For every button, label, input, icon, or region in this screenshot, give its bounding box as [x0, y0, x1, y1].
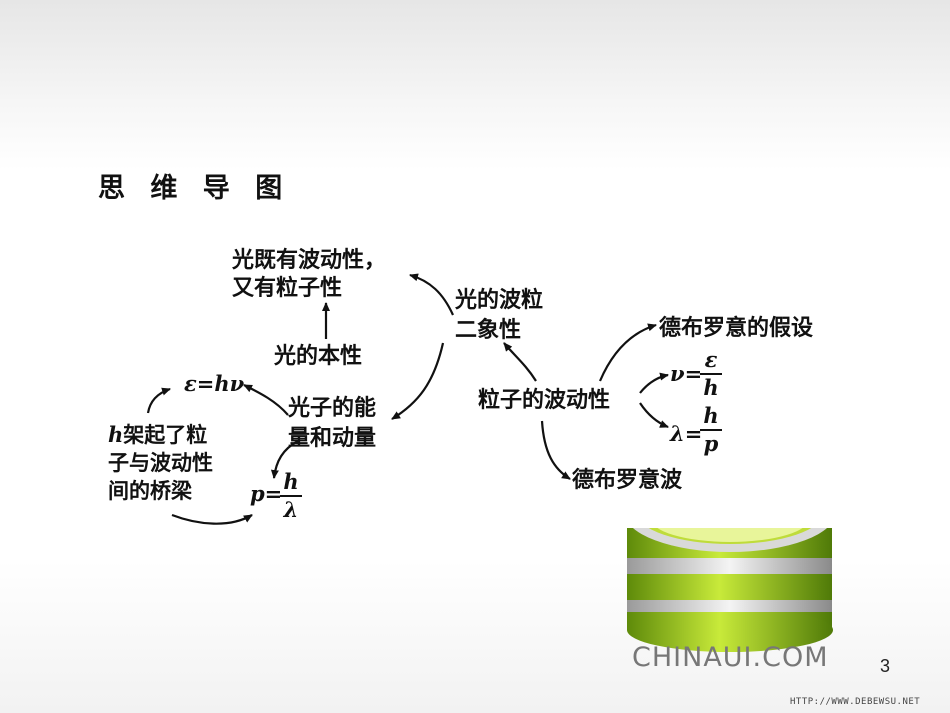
formula-p-fraction-bar [280, 495, 302, 497]
formula-nu-fraction-bar [700, 373, 722, 375]
footer-url: HTTP://WWW.DEBEWSU.NET [790, 697, 921, 707]
node-wave-particle-line2: 二象性 [455, 317, 522, 343]
h-bridge-text: 架起了粒 [123, 422, 208, 447]
node-light-dual-line2: 又有粒子性 [232, 275, 343, 301]
formula-lambda-lhs: λ= [670, 421, 703, 446]
mind-map-panel: 光既有波动性， 又有粒子性 光的波粒 二象性 光的本性 光子的能 量和动量 h架… [108, 243, 837, 528]
formula-lambda-denominator: p [703, 431, 719, 456]
node-debroglie-hypothesis: 德布罗意的假设 [659, 315, 814, 341]
node-h-bridge-line2: 子与波动性 [108, 450, 213, 475]
brand-logo-text: CHINAUI.COM [632, 642, 829, 673]
formula-nu-numerator: ε [704, 347, 718, 372]
node-photon-line1: 光子的能 [288, 395, 377, 421]
node-h-bridge-line1: h架起了粒 [108, 421, 207, 449]
mind-map-arrows [146, 273, 669, 525]
node-h-bridge-line3: 间的桥梁 [108, 478, 192, 503]
formula-nu-denominator: h [703, 375, 719, 400]
h-symbol: h [108, 422, 124, 447]
formula-lambda-numerator: h [703, 403, 719, 428]
node-photon-line2: 量和动量 [288, 425, 377, 451]
formula-lambda-fraction-bar [700, 429, 722, 431]
formula-p-denominator: λ [283, 497, 299, 522]
node-light-dual-line1: 光既有波动性， [232, 247, 387, 273]
node-wave-particle-line1: 光的波粒 [455, 287, 544, 313]
page-number: 3 [880, 656, 891, 676]
formula-nu-lhs: ν= [670, 361, 703, 386]
formula-energy: ε=hν [184, 371, 245, 396]
formula-p-numerator: h [283, 469, 299, 494]
slide-title: 思 维 导 图 [98, 173, 291, 204]
formula-p-lhs: p= [250, 481, 283, 506]
node-nature-of-light: 光的本性 [274, 343, 363, 369]
node-particle-wave: 粒子的波动性 [478, 387, 611, 413]
node-debroglie-wave: 德布罗意波 [572, 467, 683, 493]
